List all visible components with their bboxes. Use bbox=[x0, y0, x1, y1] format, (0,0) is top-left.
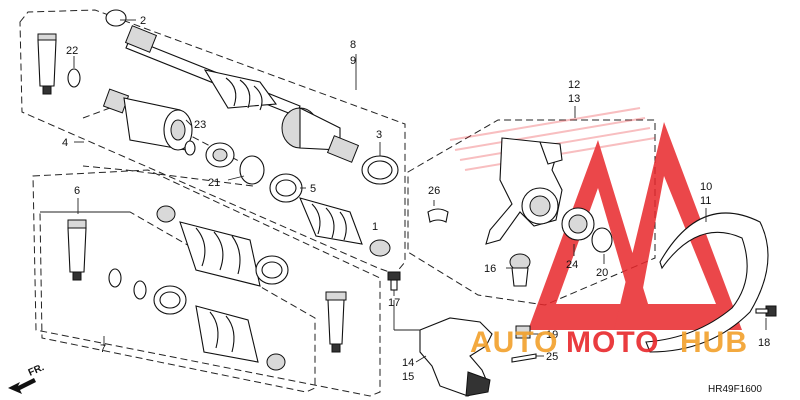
boot-outer bbox=[299, 197, 363, 245]
ball-joint-16 bbox=[509, 253, 531, 287]
bearing-cage bbox=[205, 142, 235, 168]
skid-guard bbox=[419, 317, 493, 397]
callout-15: 15 bbox=[402, 371, 414, 383]
callout-13: 13 bbox=[568, 93, 580, 105]
front-direction-label: FR. bbox=[27, 362, 46, 379]
callout-21: 21 bbox=[208, 177, 220, 189]
callout-18: 18 bbox=[758, 337, 770, 349]
callout-12: 12 bbox=[568, 79, 580, 91]
snap-ring-lower-a bbox=[108, 268, 122, 288]
small-band-a bbox=[156, 205, 176, 223]
callout-20: 20 bbox=[596, 267, 608, 279]
callout-4: 4 bbox=[62, 137, 68, 149]
callout-8: 8 bbox=[350, 39, 356, 51]
watermark-word-auto: AUTO bbox=[470, 326, 558, 359]
watermark-logo bbox=[449, 107, 742, 330]
callout-22: 22 bbox=[66, 45, 78, 57]
callout-19: 19 bbox=[546, 329, 558, 341]
leader-lines bbox=[40, 19, 767, 363]
drive-shaft bbox=[105, 9, 360, 163]
clip-26 bbox=[427, 208, 449, 223]
boot-band-1 bbox=[369, 239, 391, 257]
watermark-triangle-left bbox=[528, 140, 656, 330]
brake-disc-cover bbox=[645, 212, 769, 353]
snap-ring-lower-b bbox=[133, 280, 147, 300]
callout-1: 1 bbox=[372, 221, 378, 233]
bolt-18 bbox=[755, 305, 777, 317]
grease-tube-upper bbox=[37, 33, 57, 95]
callout-23: 23 bbox=[194, 119, 206, 131]
watermark-word-hub: HUB bbox=[680, 326, 748, 359]
callout-25: 25 bbox=[546, 351, 558, 363]
callout-10: 10 bbox=[700, 181, 712, 193]
callout-2: 2 bbox=[140, 15, 146, 27]
callout-17: 17 bbox=[388, 297, 400, 309]
frame-knuckle-assembly bbox=[407, 119, 656, 306]
callout-6: 6 bbox=[74, 185, 80, 197]
callout-16: 16 bbox=[484, 263, 496, 275]
grease-tube-right bbox=[325, 291, 347, 353]
watermark-text: AUTO MOTO HUB bbox=[470, 326, 748, 359]
frame-boot-kit bbox=[32, 169, 381, 397]
callout-9: 9 bbox=[350, 55, 356, 67]
clip-23 bbox=[184, 140, 196, 156]
front-arrow-icon bbox=[8, 378, 36, 394]
steering-knuckle bbox=[485, 137, 563, 245]
small-band-b bbox=[266, 353, 286, 371]
wheel-bearing-24 bbox=[561, 207, 595, 241]
callout-3: 3 bbox=[376, 129, 382, 141]
callout-5: 5 bbox=[310, 183, 316, 195]
snap-ring-22 bbox=[67, 68, 81, 88]
callout-26: 26 bbox=[428, 185, 440, 197]
callout-14: 14 bbox=[402, 357, 414, 369]
boot-inner-large bbox=[179, 221, 261, 287]
boot-band-3 bbox=[361, 155, 399, 185]
grease-tube-lower bbox=[67, 219, 87, 281]
callout-24: 24 bbox=[566, 259, 578, 271]
watermark-word-moto: MOTO bbox=[566, 326, 659, 359]
inner-cv-joint bbox=[102, 88, 193, 151]
boot-band-5 bbox=[269, 173, 303, 203]
castle-nut-19 bbox=[515, 325, 531, 339]
boot-inner-small bbox=[195, 305, 259, 363]
snap-ring-20 bbox=[591, 227, 613, 253]
callout-11: 11 bbox=[700, 195, 711, 207]
callout-7: 7 bbox=[100, 343, 106, 355]
cotter-pin-25 bbox=[511, 353, 537, 363]
snap-ring-21 bbox=[239, 155, 265, 185]
frame-axle-assembly bbox=[19, 9, 406, 275]
large-band-a bbox=[255, 255, 289, 285]
front-direction-indicator: FR. bbox=[8, 362, 46, 394]
large-band-b bbox=[153, 285, 187, 315]
bolt-17 bbox=[387, 271, 401, 291]
watermark-triangle-right bbox=[614, 122, 742, 330]
diagram-code: HR49F1600 bbox=[708, 384, 762, 395]
